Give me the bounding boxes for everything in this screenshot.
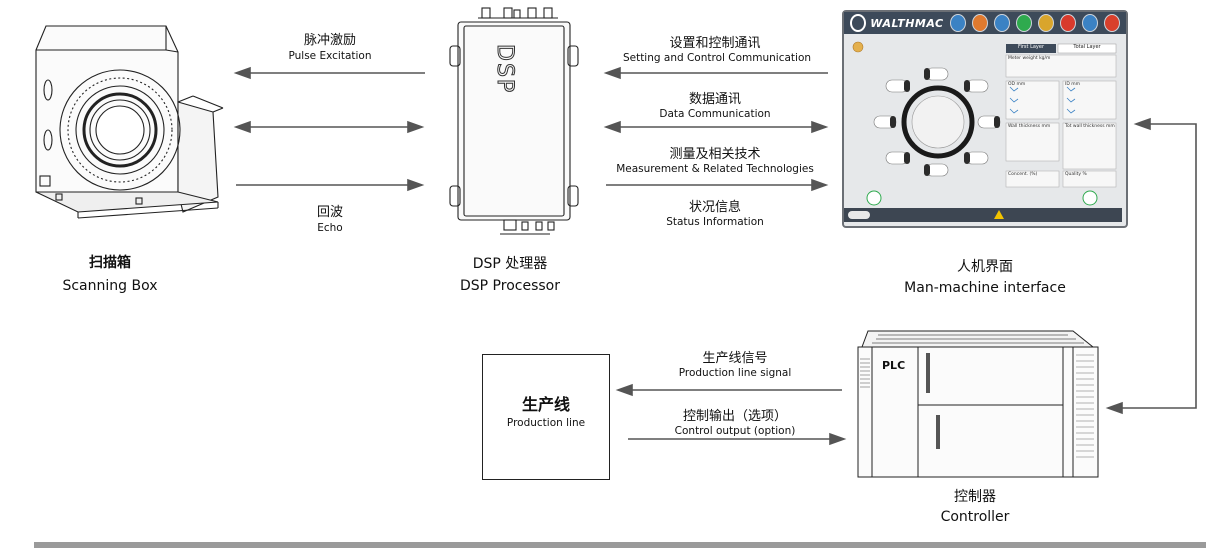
tab-first-layer[interactable]: First Layer [1017,44,1045,50]
dsp-hmi-arrows [603,66,829,192]
scanning-box-label-zh: 扫描箱 [89,255,131,271]
measurement-zh: 测量及相关技术 [669,147,761,162]
prod-signal-en: Production line signal [678,367,792,379]
dsp-label-zh: DSP 处理器 [472,256,548,272]
controller-label-en: Controller [940,509,1010,525]
panel-od-label: OD mm [1008,82,1026,87]
controller-label-zh: 控制器 [954,489,996,505]
control-output-en: Control output (option) [674,425,796,437]
control-output-zh: 控制输出（选项） [682,409,787,424]
status-info-en: Status Information [666,216,764,228]
hmi-logo: WALTHMAC [870,16,944,30]
warning-icon [994,210,1004,219]
echo-en: Echo [317,222,343,234]
measurement-en: Measurement & Related Technologies [616,163,814,175]
tab-total-layer[interactable]: Total Layer [1073,44,1101,50]
hmi-screen: WALTHMAC [842,10,1128,228]
panel-conc-label: Concent. (%) [1008,172,1038,177]
setting-comm-en: Setting and Control Communication [622,52,812,64]
hmi-controller-connector [1105,117,1197,415]
production-line-zh: 生产线 [521,395,570,414]
hmi-label-en: Man-machine interface [904,280,1066,296]
walthmac-logo-icon [850,14,867,32]
panel-quality-label: Quality % [1065,172,1087,177]
data-comm-zh: 数据通讯 [688,92,741,107]
hmi-toolbar: WALTHMAC [844,12,1126,34]
power-icon[interactable] [1103,14,1121,32]
panel-tot-wall-label: Tot wall thickness mm [1065,124,1115,129]
scanning-box-label-en: Scanning Box [62,278,158,294]
status-toggle[interactable] [848,211,870,219]
prod-signal-zh: 生产线信号 [702,351,768,366]
plc-device-label: PLC [882,359,905,372]
prodline-controller-arrows [615,383,847,446]
refresh-icon[interactable] [1081,14,1098,32]
panel-weight-label: Meter weight kg/m [1008,56,1051,61]
home-icon[interactable] [949,14,966,32]
data-comm-en: Data Communication [659,108,771,120]
settings-icon[interactable] [971,14,988,32]
dsp-device-label: DSP [492,44,517,94]
panel-id-label: ID mm [1065,82,1080,87]
tool-icon[interactable] [993,14,1010,32]
user-icon[interactable] [1015,14,1032,32]
pulse-excitation-en: Pulse Excitation [288,50,372,62]
hmi-label-zh: 人机界面 [957,259,1013,275]
production-line-box: 生产线 Production line [482,354,610,480]
hmi-status-bar [844,208,1122,222]
hmi-main-view [852,41,1117,206]
production-line-en: Production line [506,417,586,429]
dsp-label-en: DSP Processor [460,278,560,294]
pulse-excitation-zh: 脉冲激励 [303,33,356,48]
bottom-divider [34,542,1206,548]
controller-illustration: PLC [857,330,1099,478]
setting-comm-zh: 设置和控制通讯 [669,36,761,51]
scanning-box-illustration [35,25,224,219]
scanbox-dsp-arrows [233,66,425,192]
echo-zh: 回波 [316,205,343,220]
panel-wall-label: Wall thickness mm [1008,124,1051,129]
alarm-icon[interactable] [1059,14,1076,32]
report-icon[interactable] [1037,14,1054,32]
status-info-zh: 状况信息 [688,200,741,215]
dsp-processor-illustration: DSP [449,7,579,235]
